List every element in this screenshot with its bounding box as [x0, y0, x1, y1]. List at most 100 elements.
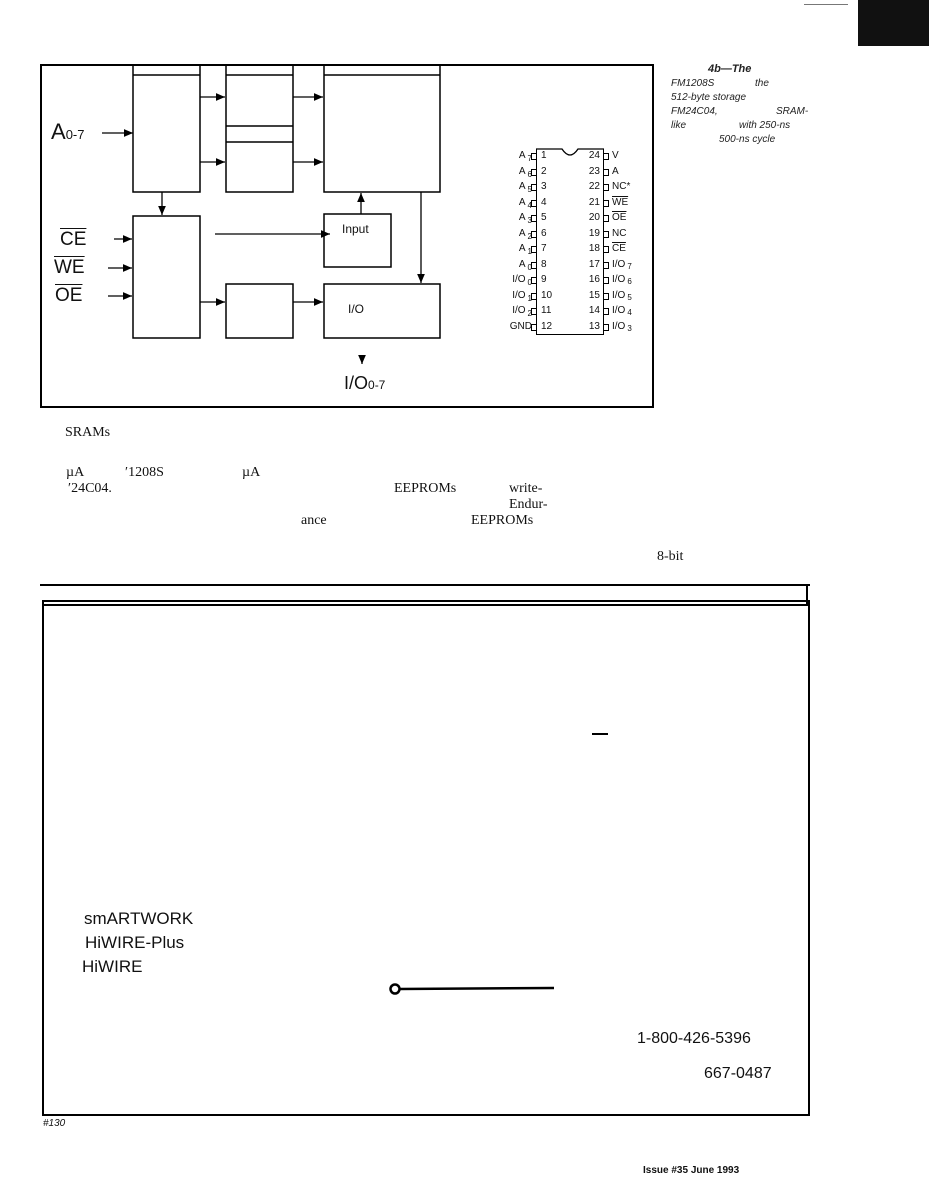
body-8bit: 8-bit — [657, 549, 684, 564]
pin-name-sub: 1 — [527, 247, 532, 256]
pin-name-sub: 5 — [627, 292, 632, 302]
pin-name-text: A — [518, 227, 526, 239]
pin-name-right: V — [612, 150, 619, 161]
ad-probe-line — [389, 983, 555, 995]
pin-name-text: I/O — [612, 320, 626, 332]
pin-stub-left — [531, 230, 536, 238]
pin-name-text: NC* — [612, 181, 631, 192]
caption-1: 4b—The — [708, 63, 752, 75]
body-eeproms-1: EEPROMs — [394, 481, 457, 496]
pin-stub-left — [531, 261, 536, 269]
pin-name-text: I/O — [512, 305, 526, 316]
pin-name-right: NC* — [612, 181, 630, 192]
pin-number-right: 23 — [588, 165, 600, 177]
body-part-1: ′1208S — [125, 465, 164, 480]
issue-footer: Issue #35 June 1993 — [643, 1165, 740, 1176]
corner-rule — [804, 4, 848, 5]
io-bus-label: I/O0-7 — [344, 373, 386, 393]
body-ua-2: µA — [242, 465, 261, 480]
pin-number-right: 13 — [588, 320, 600, 332]
ad-frame — [42, 600, 810, 1116]
pin-name-sub: 6 — [527, 169, 532, 179]
pin-name-text: CE — [612, 243, 626, 254]
body-eeproms-2: EEPROMs — [471, 513, 534, 528]
pin-name-sub: 7 — [627, 261, 632, 271]
caption-5: FM24C04, — [671, 106, 718, 117]
pin-name-right: WE — [612, 197, 628, 208]
body-part-2: ′24C04. — [68, 481, 112, 496]
caption-8: with 250-ns — [739, 120, 791, 131]
pin-number-right: 20 — [588, 212, 600, 223]
pin-name-text: I/O — [612, 289, 626, 301]
pin-stub-left — [531, 153, 536, 160]
pin-name-sub: 3 — [627, 323, 632, 333]
pin-name-right: CE — [612, 243, 626, 254]
pin-name-sub: 3 — [527, 216, 532, 225]
pin-stub-right — [604, 292, 609, 300]
input-buffer-label: Input — [342, 222, 369, 236]
pin-stub-right — [604, 184, 609, 191]
pin-stub-right — [604, 168, 609, 176]
pin-stub-right — [604, 215, 609, 222]
pin-name-text: A — [518, 150, 526, 161]
ad-top-rule — [40, 584, 810, 586]
ad-product-hiwire-plus: HiWIRE-Plus — [85, 933, 185, 952]
pin-number-left: 1 — [541, 150, 547, 161]
pin-name-sub: 1 — [527, 293, 532, 303]
pin-name-right: OE — [612, 212, 626, 223]
ad-product-smartwork: smARTWORK — [84, 909, 194, 928]
pin-name-text: A — [518, 212, 526, 223]
pin-number-left: 12 — [541, 320, 553, 332]
pin-name-sub: 5 — [527, 185, 532, 194]
pin-name-left: GND — [510, 321, 532, 332]
body-write: write- — [509, 481, 543, 496]
pin-name-sub: 2 — [527, 309, 532, 318]
pin-stub-left — [531, 246, 536, 253]
ce-signal-label: CE — [60, 229, 87, 250]
pin-number-right: 19 — [588, 227, 600, 239]
pin-number-left: 7 — [541, 243, 547, 254]
pin-name-text: GND — [509, 320, 532, 332]
caption-6: SRAM- — [776, 106, 809, 117]
pin-stub-left — [531, 323, 536, 331]
corner-tab — [858, 0, 929, 46]
io-block-label: I/O — [348, 302, 365, 316]
body-ance: ance — [301, 513, 327, 528]
pin-name-sub: 0 — [527, 278, 532, 287]
pin-name-sub: 2 — [527, 231, 532, 241]
pin-stub-left — [531, 277, 536, 284]
pin-stub-left — [531, 199, 536, 207]
ad-phone-tollfree: 1-800-426-5396 — [637, 1030, 751, 1047]
pin-stub-right — [604, 199, 609, 207]
pin-number-left: 2 — [541, 165, 547, 177]
oe-signal-label: OE — [55, 285, 83, 306]
pin-name-text: A — [518, 181, 526, 192]
pin-stub-right — [604, 261, 609, 269]
pin-number-right: 17 — [588, 258, 600, 270]
pin-number-right: 21 — [588, 196, 600, 208]
block-diagram — [102, 64, 441, 364]
pin-name-text: OE — [612, 212, 627, 223]
chip-notch — [536, 148, 604, 156]
pin-name-text: A — [518, 258, 526, 270]
pin-stub-right — [604, 277, 609, 284]
pin-stub-right — [604, 230, 609, 238]
ad-right-rule — [806, 584, 808, 604]
pin-number-left: 5 — [541, 212, 547, 223]
pin-stub-left — [531, 184, 536, 191]
we-signal-label: WE — [54, 257, 85, 278]
pin-name-text: I/O — [612, 305, 626, 316]
pin-name-text: NC — [612, 227, 627, 239]
pin-name-text: I/O — [612, 258, 626, 270]
